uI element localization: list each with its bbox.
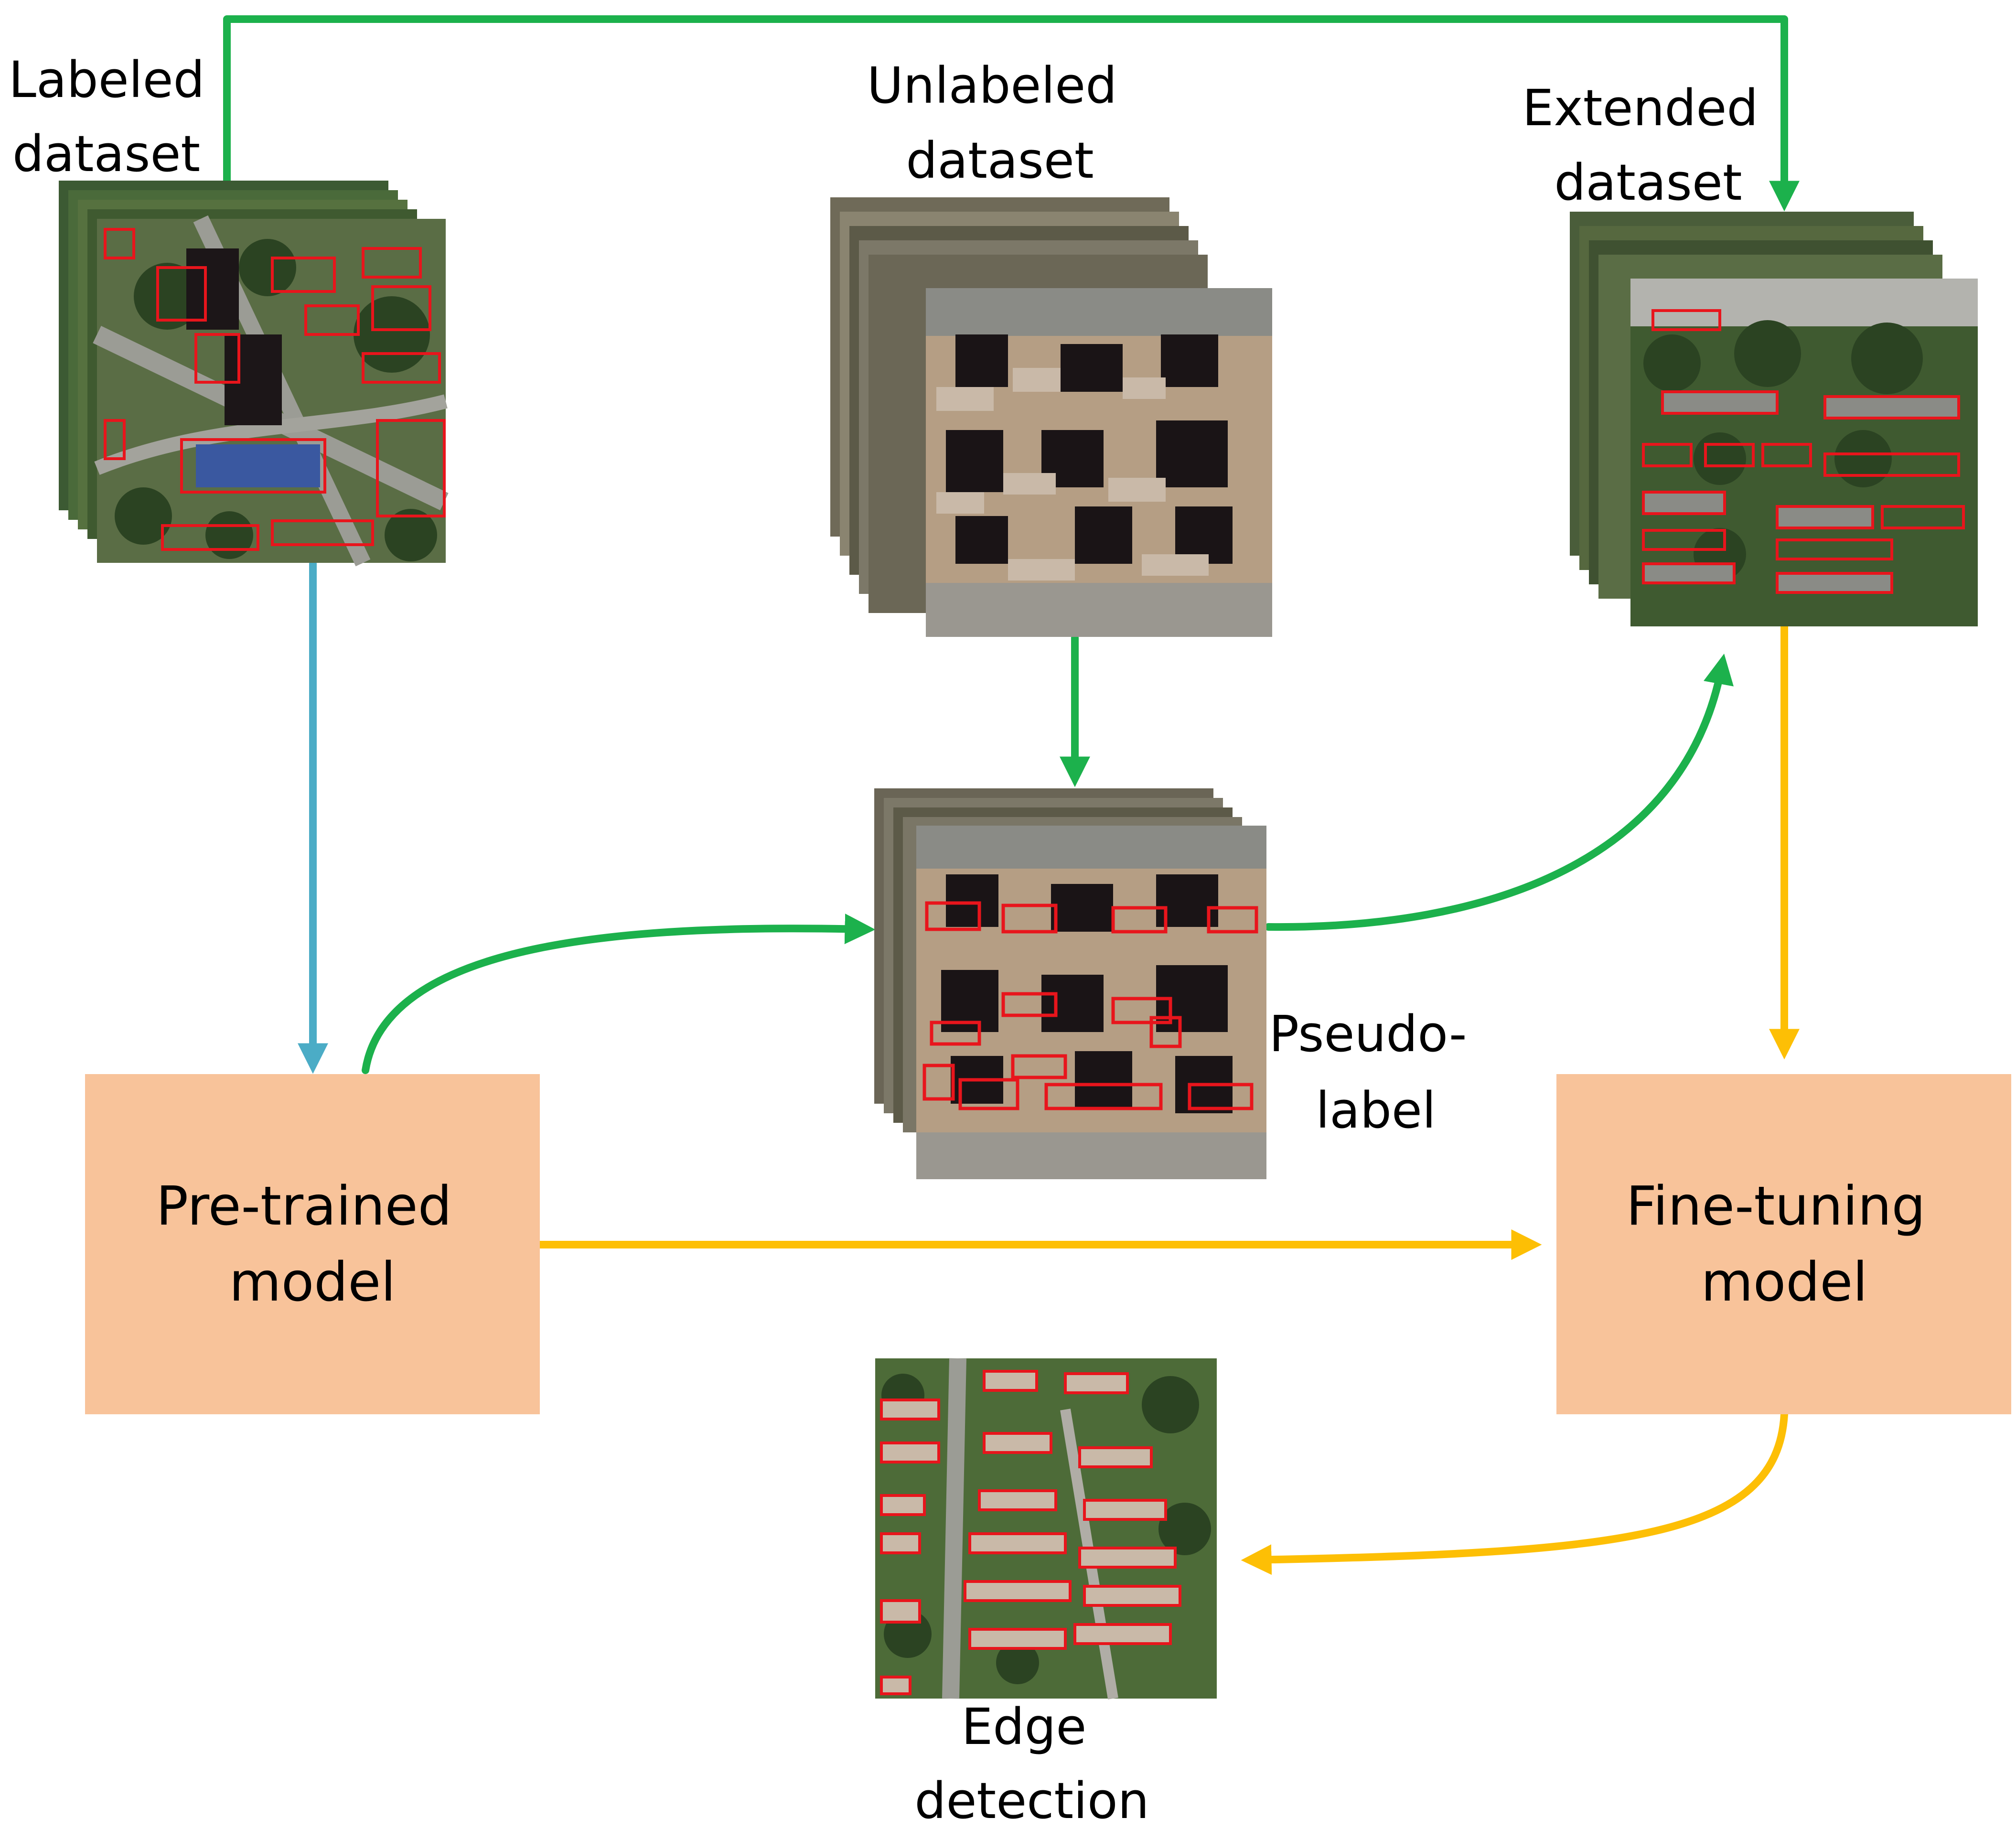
svg-text:Pseudo- label: Pseudo- label: [1269, 1005, 1482, 1140]
extended-dataset-image: [1630, 279, 1978, 626]
pretrained-model-label-line1: Pre-trained: [156, 1175, 452, 1237]
unlabeled-dataset-label-line2: dataset: [906, 131, 1094, 190]
pretrained-model-box: [85, 1074, 540, 1414]
arrow-pseudo-to-extended: [1265, 653, 1734, 931]
unlabeled-dataset-label-line1: Unlabeled: [867, 56, 1117, 115]
extended-dataset-stack: [1570, 212, 1978, 626]
extended-dataset-label-line2: dataset: [1554, 153, 1742, 212]
svg-text:Fine-tuning model: Fine-tuning model: [1626, 1175, 1942, 1313]
svg-text:Labeled dataset: Labeled dataset: [9, 51, 221, 183]
edge-detection-label-line1: Edge: [962, 1698, 1087, 1756]
svg-text:Extended dataset: Extended dataset: [1522, 79, 1774, 212]
labeled-dataset-label-line2: dataset: [12, 125, 200, 183]
pseudo-label-label-line2: label: [1316, 1081, 1436, 1140]
edge-detection-label-line2: detection: [914, 1772, 1149, 1829]
extended-dataset-label-line1: Extended: [1522, 79, 1758, 137]
arrow-finetuning-to-edge: [1241, 1410, 1788, 1575]
pseudo-label-label-line1: Pseudo-: [1269, 1005, 1467, 1063]
arrow-pretrained-to-pseudo: [362, 914, 876, 1074]
pseudo-label-image: [916, 826, 1266, 1179]
svg-text:Edge detection: Edge detection: [914, 1698, 1149, 1829]
unlabeled-dataset-stack: [830, 197, 1272, 637]
labeled-dataset-label-line1: Labeled: [9, 51, 205, 109]
finetuning-model-label-line1: Fine-tuning: [1626, 1175, 1926, 1237]
finetuning-model-label-line2: model: [1701, 1251, 1868, 1313]
arrows: [223, 15, 1800, 1575]
labeled-dataset-stack: [59, 181, 449, 567]
arrow-labeled-to-extended: [223, 15, 1800, 212]
pretrained-model-label-line2: model: [229, 1251, 396, 1313]
svg-text:Pre-trained model: Pre-trained model: [156, 1175, 469, 1313]
pseudo-label-stack: [874, 788, 1266, 1179]
labeled-dataset-image: [93, 215, 449, 567]
unlabeled-dataset-image: [926, 288, 1272, 637]
edge-detection-image: [875, 1358, 1217, 1700]
finetuning-model-box: [1556, 1074, 2011, 1414]
svg-text:Unlabeled dataset: Unlabeled dataset: [867, 56, 1133, 190]
